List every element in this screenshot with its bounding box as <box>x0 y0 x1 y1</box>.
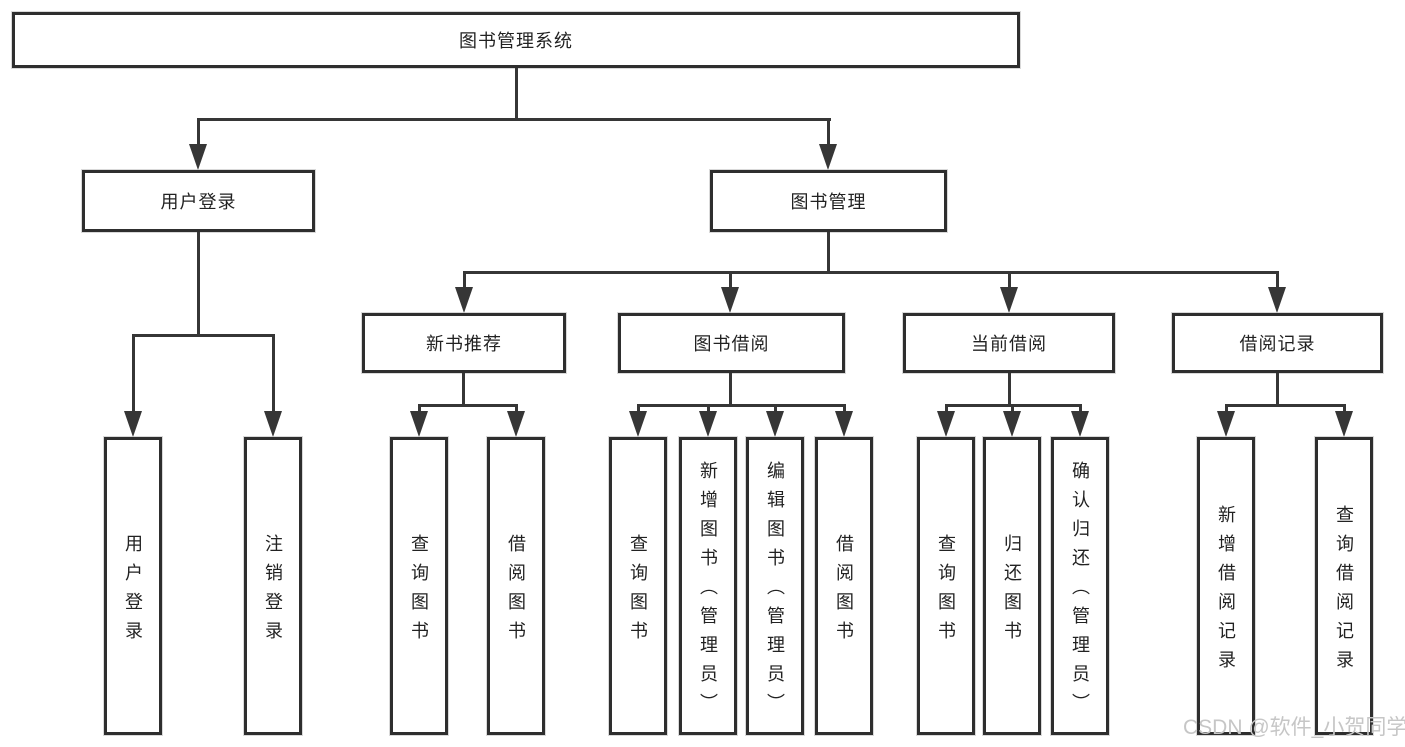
arrow-down-icon <box>1071 411 1089 437</box>
node-current-borrowing: 当前借阅 <box>903 313 1115 373</box>
node-book-borrowing: 图书借阅 <box>618 313 845 373</box>
connector-root-stem <box>515 68 518 121</box>
connector-level3-rail <box>463 271 1279 274</box>
leaf-br-query-record: 查询借阅记录 <box>1315 437 1373 735</box>
leaf-br-add-record-label: 新增借阅记录 <box>1216 504 1236 679</box>
leaf-user-login: 用户登录 <box>104 437 162 735</box>
connector-drop-leaf-login <box>132 334 135 418</box>
arrow-down-icon <box>507 411 525 437</box>
leaf-cb-query-books: 查询图书 <box>917 437 975 735</box>
arrow-down-icon <box>264 411 282 437</box>
connector-drop-new-book <box>463 271 466 293</box>
connector-br-rail <box>1225 404 1346 407</box>
leaf-cb-confirm-return-admin: 确认归还（管理员） <box>1051 437 1109 735</box>
leaf-bb-query-books: 查询图书 <box>609 437 667 735</box>
connector-drop-borrow-records <box>1276 271 1279 293</box>
arrow-down-icon <box>124 411 142 437</box>
arrow-down-icon <box>1268 287 1286 313</box>
leaf-bb-add-books-admin: 新增图书（管理员） <box>679 437 737 735</box>
arrow-down-icon <box>699 411 717 437</box>
arrow-down-icon <box>1000 287 1018 313</box>
node-borrowing-records-label: 借阅记录 <box>1239 334 1316 354</box>
leaf-cb-confirm-return-admin-label: 确认归还（管理员） <box>1070 461 1090 722</box>
arrow-down-icon <box>819 144 837 170</box>
connector-book-mgmt-stem <box>827 232 830 273</box>
leaf-cb-query-books-label: 查询图书 <box>936 533 956 650</box>
connector-user-login-stem <box>197 232 200 336</box>
leaf-bb-edit-books-admin-label: 编辑图书（管理员） <box>765 461 785 722</box>
leaf-bb-edit-books-admin: 编辑图书（管理员） <box>746 437 804 735</box>
node-root-label: 图书管理系统 <box>459 31 573 51</box>
leaf-br-query-record-label: 查询借阅记录 <box>1334 504 1354 679</box>
connector-drop-book-borrow <box>729 271 732 293</box>
arrow-down-icon <box>721 287 739 313</box>
connector-drop-current-borrow <box>1008 271 1011 293</box>
connector-drop-user-login <box>197 118 200 150</box>
arrow-down-icon <box>455 287 473 313</box>
arrow-down-icon <box>1217 411 1235 437</box>
node-root: 图书管理系统 <box>12 12 1020 68</box>
leaf-cb-return-books: 归还图书 <box>983 437 1041 735</box>
arrow-down-icon <box>410 411 428 437</box>
leaf-logout-label: 注销登录 <box>263 533 283 650</box>
arrow-down-icon <box>937 411 955 437</box>
connector-bb-stem <box>729 373 732 406</box>
leaf-nbr-query-books: 查询图书 <box>390 437 448 735</box>
node-book-borrowing-label: 图书借阅 <box>693 334 770 354</box>
leaf-nbr-borrow-books: 借阅图书 <box>487 437 545 735</box>
leaf-bb-borrow-books: 借阅图书 <box>815 437 873 735</box>
leaf-nbr-query-books-label: 查询图书 <box>409 533 429 650</box>
node-user-login-label: 用户登录 <box>160 192 237 212</box>
node-book-management-label: 图书管理 <box>790 192 867 212</box>
arrow-down-icon <box>766 411 784 437</box>
connector-bb-rail <box>637 404 846 407</box>
node-current-borrowing-label: 当前借阅 <box>971 334 1047 354</box>
node-new-book-recommend: 新书推荐 <box>362 313 566 373</box>
leaf-bb-borrow-books-label: 借阅图书 <box>834 533 854 650</box>
connector-user-login-rail <box>132 334 275 337</box>
leaf-bb-add-books-admin-label: 新增图书（管理员） <box>698 461 718 722</box>
arrow-down-icon <box>835 411 853 437</box>
node-borrowing-records: 借阅记录 <box>1172 313 1383 373</box>
arrow-down-icon <box>189 144 207 170</box>
leaf-logout: 注销登录 <box>244 437 302 735</box>
node-new-book-recommend-label: 新书推荐 <box>426 334 502 354</box>
connector-drop-leaf-logout <box>272 334 275 418</box>
leaf-nbr-borrow-books-label: 借阅图书 <box>506 533 526 650</box>
node-user-login: 用户登录 <box>82 170 315 232</box>
leaf-user-login-label: 用户登录 <box>123 533 143 650</box>
connector-nbr-rail <box>418 404 518 407</box>
node-book-management: 图书管理 <box>710 170 947 232</box>
connector-drop-book-mgmt <box>827 118 830 150</box>
connector-br-stem <box>1276 373 1279 406</box>
arrow-down-icon <box>1003 411 1021 437</box>
leaf-bb-query-books-label: 查询图书 <box>628 533 648 650</box>
leaf-cb-return-books-label: 归还图书 <box>1002 533 1022 650</box>
arrow-down-icon <box>1335 411 1353 437</box>
connector-cb-stem <box>1008 373 1011 406</box>
leaf-br-add-record: 新增借阅记录 <box>1197 437 1255 735</box>
arrow-down-icon <box>629 411 647 437</box>
csdn-watermark: CSDN @软件_小贺同学 <box>1183 716 1405 739</box>
connector-nbr-stem <box>462 373 465 406</box>
connector-level1-rail <box>197 118 831 121</box>
